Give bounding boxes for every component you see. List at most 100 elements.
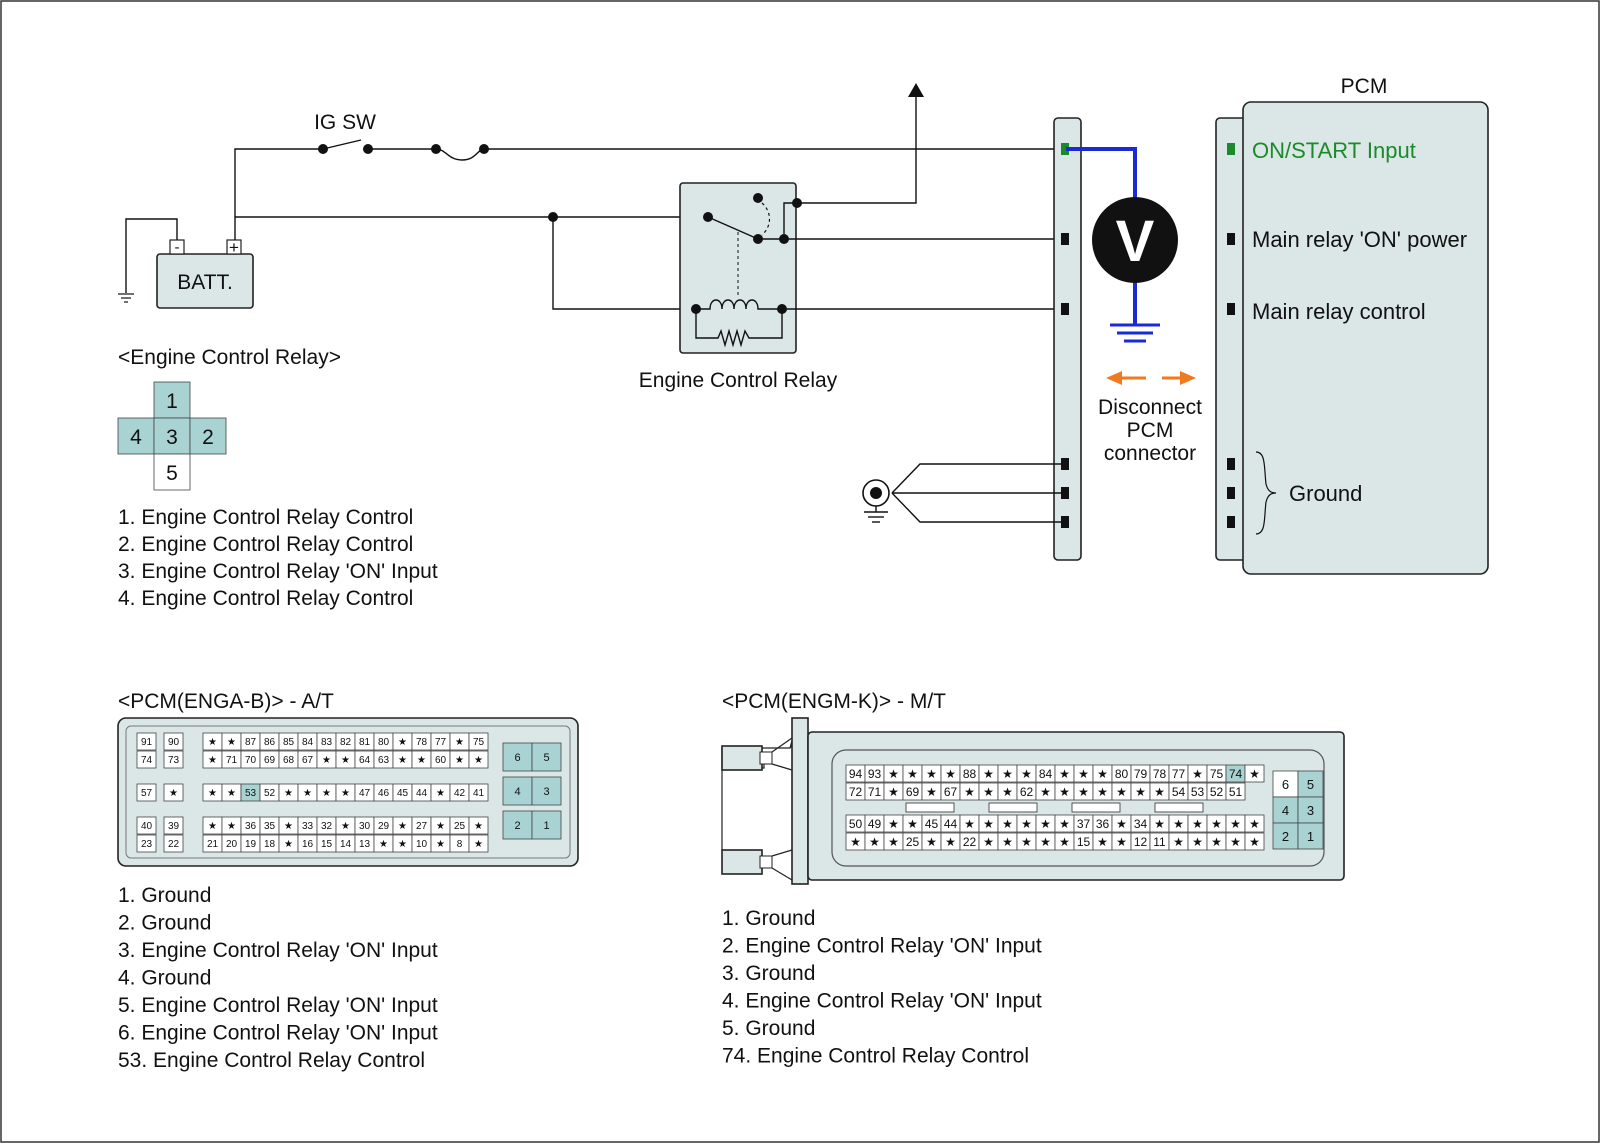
pin-label: ★ [227, 788, 236, 799]
pcm-ground-label: Ground [1289, 481, 1362, 506]
pin-label: ★ [379, 839, 388, 850]
pin-label: 33 [302, 821, 314, 832]
pin-label: ★ [455, 737, 464, 748]
pin-label: 3 [543, 786, 549, 798]
pin-label: 71 [868, 785, 882, 799]
pin-label: ★ [1097, 785, 1108, 799]
pin-cell [502, 776, 533, 806]
pin-cell [1244, 764, 1265, 783]
pin-label: ★ [907, 767, 918, 781]
legend-item: 6. Engine Control Relay 'ON' Input [118, 1022, 438, 1045]
relay-connector-section: <Engine Control Relay> 1 4 3 2 5 1. Engi… [117, 346, 438, 610]
pin-label: 25 [454, 821, 466, 832]
disconnect-line-1: Disconnect [1098, 396, 1202, 419]
pin-cell [136, 816, 157, 835]
pin-label: ★ [208, 737, 217, 748]
circuit-schematic: - + BATT. IG SW [118, 75, 1489, 575]
pin-label: 77 [435, 737, 447, 748]
pin-label: ★ [208, 755, 217, 766]
pin-label: 21 [207, 839, 219, 850]
legend-item: 3. Engine Control Relay 'ON' Input [118, 939, 438, 962]
ground-wire-3 [891, 492, 1061, 523]
pin-label: ★ [169, 788, 178, 799]
pin-label: 63 [378, 755, 390, 766]
pin-cell [136, 732, 157, 751]
pin-cell [163, 783, 184, 802]
relay-pin-label-5: 5 [166, 462, 178, 485]
pin-label: 23 [141, 839, 153, 850]
ground-brace-icon [1255, 451, 1277, 535]
pin-label: ★ [983, 817, 994, 831]
pin-label: ★ [1116, 785, 1127, 799]
arrow-up-icon [908, 83, 924, 97]
pin-label: 27 [416, 821, 428, 832]
pin-label: ★ [888, 785, 899, 799]
pin-label: 73 [168, 755, 180, 766]
pin-cell [468, 783, 489, 802]
pin-label: 90 [168, 737, 180, 748]
pin-label: 80 [378, 737, 390, 748]
pin-label: 78 [1153, 767, 1167, 781]
pin-label: 8 [457, 839, 463, 850]
ground-point-icon [862, 479, 890, 523]
legend-item: 2. Ground [118, 912, 211, 935]
pin-label: ★ [1002, 817, 1013, 831]
pin-label: 64 [359, 755, 371, 766]
pin-label: ★ [398, 737, 407, 748]
pin-label: ★ [1097, 835, 1108, 849]
legend-item: 1. Engine Control Relay Control [118, 506, 413, 529]
pin-label: 88 [963, 767, 977, 781]
pin-label: ★ [1249, 817, 1260, 831]
disconnect-line-2: PCM [1127, 419, 1174, 442]
pin-label: ★ [436, 788, 445, 799]
pin-label: 57 [141, 788, 153, 799]
legend-item: 1. Ground [722, 907, 815, 930]
pin-cell [1297, 796, 1324, 824]
pin-label: 87 [245, 737, 257, 748]
pin-label: 13 [359, 839, 371, 850]
pin-label: 44 [416, 788, 428, 799]
key-slot [905, 802, 955, 813]
pin-label: ★ [1154, 817, 1165, 831]
harness-connector [1053, 117, 1082, 561]
pin-label: 37 [1077, 817, 1091, 831]
pin-label: ★ [850, 835, 861, 849]
pin-label: 86 [264, 737, 276, 748]
pin-label: 11 [1153, 835, 1166, 849]
pin-label: 72 [849, 785, 863, 799]
battery-body [156, 253, 254, 309]
legend-item: 3. Ground [722, 962, 815, 985]
pcm-pin-ground-1 [1227, 458, 1235, 470]
relay-coil-feed-wire [552, 217, 695, 310]
pin-cell [531, 810, 562, 840]
pin-label: ★ [1249, 767, 1260, 781]
pin-label: ★ [907, 817, 918, 831]
legend-item: 4. Ground [118, 967, 211, 990]
pcm-at-title: <PCM(ENGA-B)> - A/T [118, 690, 334, 713]
pcm-pin-ground-2 [1227, 487, 1235, 499]
legend-item: 74. Engine Control Relay Control [722, 1045, 1029, 1068]
pcm-input-control: Main relay control [1252, 299, 1426, 324]
pin-label: 94 [849, 767, 863, 781]
pin-label: 15 [1077, 835, 1091, 849]
pin-label: ★ [474, 821, 483, 832]
relay-pin-label-4: 4 [130, 426, 142, 449]
pin-label: ★ [1211, 817, 1222, 831]
pin-label: 84 [302, 737, 314, 748]
pin-label: 25 [906, 835, 920, 849]
pcm-pin-control [1227, 303, 1235, 315]
chassis-ground-icon [118, 293, 134, 303]
pin-cell [163, 816, 184, 835]
pin-label: 91 [141, 737, 153, 748]
legend-item: 2. Engine Control Relay Control [118, 533, 413, 556]
battery-pos-terminal [226, 239, 242, 255]
harness-pin-ground-1 [1061, 458, 1069, 470]
pin-label: 32 [321, 821, 333, 832]
pin-label: ★ [322, 788, 331, 799]
pin-cell [468, 834, 489, 853]
pin-cell [163, 732, 184, 751]
pin-label: ★ [1097, 767, 1108, 781]
